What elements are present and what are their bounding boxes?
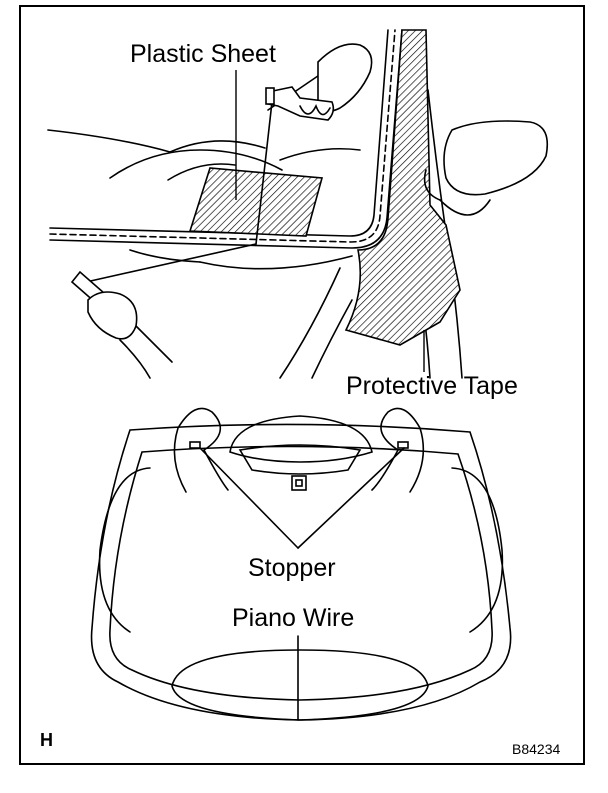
plastic-sheet	[188, 167, 324, 237]
mirror-arm	[439, 199, 491, 216]
lower-view	[90, 407, 512, 721]
wire-loop-top-left	[173, 407, 229, 493]
side-mirror	[443, 120, 549, 196]
corner-letter: H	[40, 730, 53, 750]
label-protective-tape: Protective Tape	[346, 372, 518, 400]
label-plastic-sheet: Plastic Sheet	[130, 40, 276, 68]
label-stopper: Stopper	[248, 554, 336, 582]
upper-handle-knob	[265, 87, 275, 105]
windshield-inner	[109, 445, 493, 701]
wire-loop-top-center	[229, 415, 373, 463]
dash-line-3	[167, 163, 236, 181]
lower-hand	[87, 291, 138, 340]
lower-arm	[119, 339, 151, 379]
dash-line-7	[279, 267, 341, 379]
dash-line-2	[109, 149, 283, 179]
dash-line-6	[199, 255, 353, 270]
wire-to-upper-handle	[255, 101, 273, 245]
dash-line-9	[129, 249, 201, 263]
lower-arm-2	[135, 325, 173, 363]
glass-seal-dashes	[49, 29, 396, 243]
stopper-leader-right	[297, 447, 405, 549]
figure-border	[19, 5, 585, 765]
upper-handle-grip	[299, 104, 331, 116]
stopper-right	[397, 441, 409, 449]
upper-handle	[267, 86, 335, 121]
glass-edge-outer	[49, 29, 389, 237]
mirror-mount	[423, 169, 441, 201]
label-piano-wire: Piano Wire	[232, 604, 354, 632]
upper-leaders	[235, 70, 425, 372]
mirror-mount-bracket	[238, 444, 362, 475]
dash-line-8	[311, 299, 353, 379]
dash-line-1	[47, 129, 266, 153]
wire-loop-left	[98, 467, 151, 633]
glass-edge-inner	[49, 29, 403, 249]
wire-to-lower-handle	[85, 243, 257, 283]
protective-tape	[344, 29, 461, 346]
stopper-left	[189, 441, 201, 449]
dash-line-4	[279, 147, 361, 161]
mirror-mount-slot	[295, 479, 303, 487]
figure-id: B84234	[512, 741, 560, 757]
wire-loop-right	[451, 467, 504, 633]
upper-view	[47, 29, 549, 379]
wire-loop-top-right	[371, 407, 425, 493]
windshield-outer	[90, 423, 512, 721]
stopper-leader-left	[199, 447, 299, 549]
wire-loop-bottom	[171, 649, 429, 721]
